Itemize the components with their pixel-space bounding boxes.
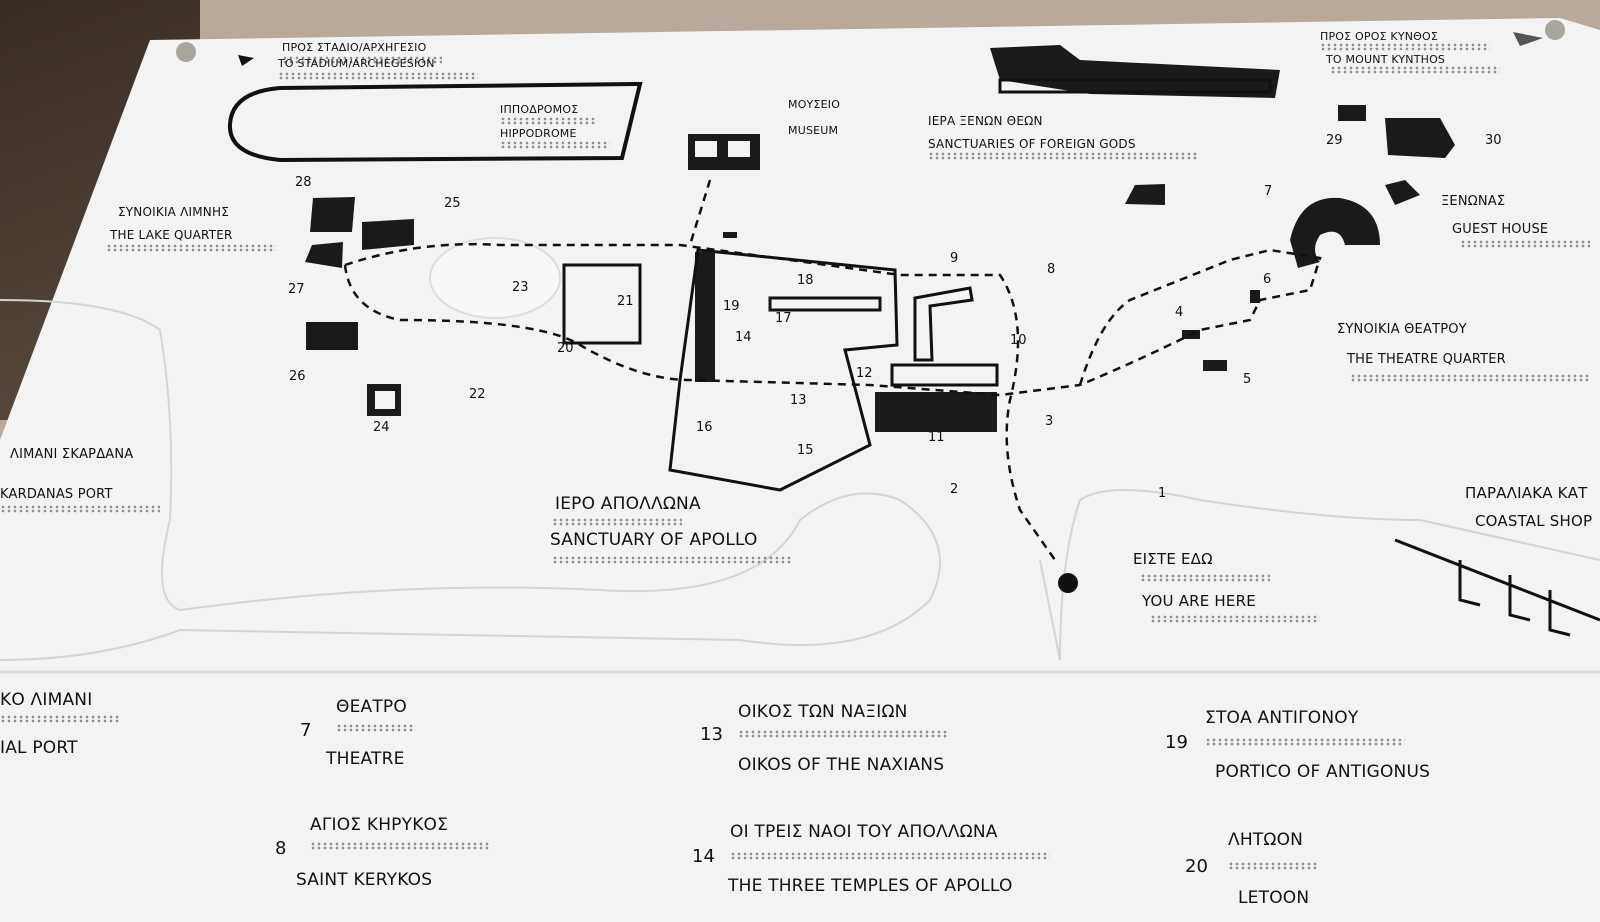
braille xyxy=(1228,862,1318,870)
you-are-here-english: YOU ARE HERE xyxy=(1142,592,1256,610)
legend-greek: ΟΙΚΟΣ ΤΩΝ ΝΑΞΙΩΝ xyxy=(738,702,908,722)
you-are-here-marker xyxy=(1058,573,1078,593)
braille xyxy=(0,715,120,723)
sanctuary-apollo-greek: ΙΕΡΟ ΑΠΟΛΛΩΝΑ xyxy=(555,494,701,514)
map-number-26: 26 xyxy=(289,369,306,384)
you-are-here-greek: ΕΙΣΤΕ ΕΔΩ xyxy=(1133,550,1213,568)
guest-house-greek: ΞΕΝΩΝΑΣ xyxy=(1441,194,1506,209)
legend-number: 20 xyxy=(1185,856,1208,877)
museum-english: MUSEUM xyxy=(788,124,839,137)
map-number-24: 24 xyxy=(373,420,390,435)
direction-stadium-greek: ΠΡΟΣ ΣΤΑΔΙΟ/ΑΡΧΗΓΕΣΙΟ xyxy=(282,41,427,54)
legend-english: PORTICO OF ANTIGONUS xyxy=(1215,762,1431,782)
braille xyxy=(1350,374,1590,382)
braille xyxy=(928,152,1198,160)
legend-english: IAL PORT xyxy=(0,738,78,758)
legend-greek: ΣΤΟΑ ΑΝΤΙΓΟΝΟΥ xyxy=(1205,708,1359,728)
braille xyxy=(278,72,478,80)
braille xyxy=(1460,240,1590,248)
direction-kynthos-greek: ΠΡΟΣ ΟΡΟΣ ΚΥΝΘΟΣ xyxy=(1320,30,1439,43)
legend-number: 8 xyxy=(275,838,287,859)
legend-english: OIKOS OF THE NAXIANS xyxy=(738,755,945,775)
museum-greek: ΜΟΥΣΕΙΟ xyxy=(788,98,841,111)
foreign-gods-greek: ΙΕΡΑ ΞΕΝΩΝ ΘΕΩΝ xyxy=(928,114,1043,128)
map-number-5: 5 xyxy=(1243,372,1252,387)
map-number-14: 14 xyxy=(735,330,752,345)
map-number-9: 9 xyxy=(950,251,959,266)
guest-house-english: GUEST HOUSE xyxy=(1452,222,1549,237)
legend-number: 19 xyxy=(1165,732,1188,753)
map-number-8: 8 xyxy=(1047,262,1056,277)
braille xyxy=(500,117,595,125)
map-number-4: 4 xyxy=(1175,305,1184,320)
legend-number: 14 xyxy=(692,846,715,867)
map-number-13: 13 xyxy=(790,393,807,408)
map-number-2: 2 xyxy=(950,482,959,497)
map-number-12: 12 xyxy=(856,366,873,381)
legend-english: SAINT KERYKOS xyxy=(296,870,433,890)
legend-greek: ΛΗΤΩΟΝ xyxy=(1228,830,1304,850)
map-number-16: 16 xyxy=(696,420,713,435)
braille xyxy=(552,518,682,526)
braille xyxy=(738,730,948,738)
legend-english: THE THREE TEMPLES OF APOLLO xyxy=(728,876,1013,896)
map-number-28: 28 xyxy=(295,175,312,190)
legend-number: 7 xyxy=(300,720,312,741)
map-number-1: 1 xyxy=(1158,486,1167,501)
theatre-quarter-greek: ΣΥΝΟΙΚΙΑ ΘΕΑΤΡΟΥ xyxy=(1337,322,1467,337)
map-number-11: 11 xyxy=(928,430,945,445)
legend-greek: ΟΙ ΤΡΕΙΣ ΝΑΟΙ ΤΟΥ ΑΠΟΛΛΩΝΑ xyxy=(730,822,998,842)
map-number-23: 23 xyxy=(512,280,529,295)
coastal-shops-english: COASTAL SHOP xyxy=(1475,512,1593,530)
map-number-3: 3 xyxy=(1045,414,1054,429)
map-number-25: 25 xyxy=(444,196,461,211)
map-number-21: 21 xyxy=(617,294,634,309)
braille xyxy=(1140,574,1270,582)
map-number-10: 10 xyxy=(1010,333,1027,348)
map-number-20: 20 xyxy=(557,341,574,356)
map-number-27: 27 xyxy=(288,282,305,297)
map-number-6: 6 xyxy=(1263,272,1272,287)
foreign-gods-english: SANCTUARIES OF FOREIGN GODS xyxy=(928,137,1136,151)
legend-greek: ΑΓΙΟΣ ΚΗΡΥΚΟΣ xyxy=(310,815,449,835)
legend-english: LETOON xyxy=(1238,888,1310,908)
map-number-7: 7 xyxy=(1264,184,1273,199)
map-number-15: 15 xyxy=(797,443,814,458)
braille xyxy=(310,842,490,850)
hippodrome-english: HIPPODROME xyxy=(500,127,577,140)
braille xyxy=(730,852,1050,860)
legend-greek: ΚΟ ΛΙΜΑΝΙ xyxy=(0,690,93,710)
lake-quarter-greek: ΣΥΝΟΙΚΙΑ ΛΙΜΝΗΣ xyxy=(118,205,229,219)
theatre-quarter-english: THE THEATRE QUARTER xyxy=(1347,352,1506,367)
braille xyxy=(1320,43,1490,51)
braille xyxy=(1205,738,1405,746)
direction-stadium-english: TO STADIUM/ARCHEGESION xyxy=(278,57,435,70)
braille xyxy=(282,56,442,64)
screw xyxy=(176,42,196,62)
braille xyxy=(1150,615,1320,623)
braille xyxy=(0,505,160,513)
port-greek: ΛΙΜΑΝΙ ΣΚΑΡΔΑΝΑ xyxy=(10,447,134,462)
map-number-30: 30 xyxy=(1485,133,1502,148)
braille xyxy=(336,724,416,732)
map-number-22: 22 xyxy=(469,387,486,402)
map-number-29: 29 xyxy=(1326,133,1343,148)
braille xyxy=(552,556,792,564)
braille xyxy=(500,141,610,149)
coastal-shops-greek: ΠΑΡΑΛΙΑΚΑ ΚΑΤ xyxy=(1465,484,1588,502)
sanctuary-apollo-english: SANCTUARY OF APOLLO xyxy=(550,530,758,550)
lake-quarter-english: THE LAKE QUARTER xyxy=(110,228,233,242)
legend-greek: ΘΕΑΤΡΟ xyxy=(336,697,407,717)
braille xyxy=(106,244,276,252)
map-number-19: 19 xyxy=(723,299,740,314)
screw xyxy=(1545,20,1565,40)
port-english: KARDANAS PORT xyxy=(0,487,113,502)
map-number-17: 17 xyxy=(775,311,792,326)
direction-kynthos-english: TO MOUNT KYNTHOS xyxy=(1326,53,1446,66)
legend-number: 13 xyxy=(700,724,723,745)
map-number-18: 18 xyxy=(797,273,814,288)
braille xyxy=(1330,66,1500,74)
hippodrome-greek: ΙΠΠΟΔΡΟΜΟΣ xyxy=(500,103,579,116)
legend-english: THEATRE xyxy=(326,749,405,769)
